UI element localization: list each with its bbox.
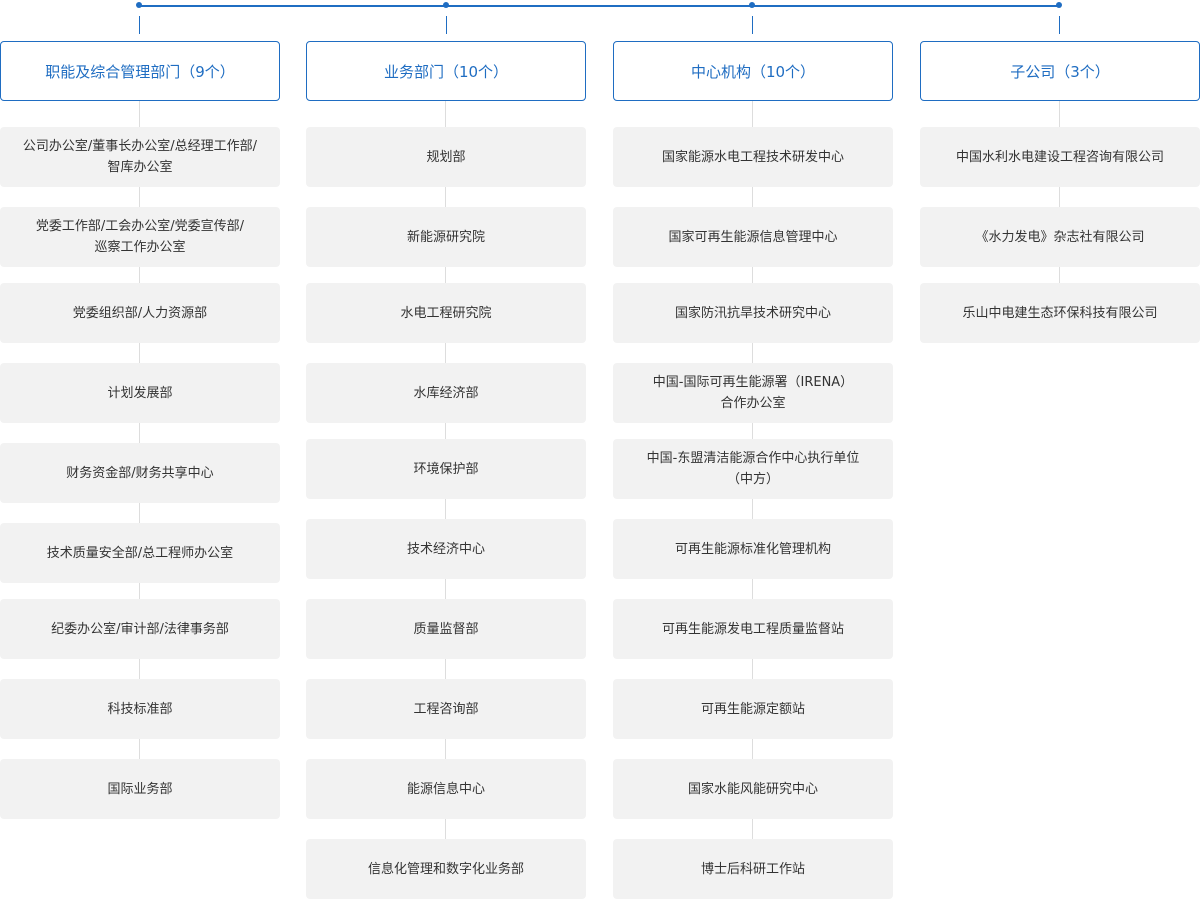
department-item[interactable]: 可再生能源定额站 xyxy=(613,679,893,739)
subsidiary-item[interactable]: 《水力发电》杂志社有限公司 xyxy=(920,207,1200,267)
column-header[interactable]: 中心机构（10个） xyxy=(613,41,893,101)
column-header[interactable]: 业务部门（10个） xyxy=(306,41,586,101)
subsidiary-item[interactable]: 中国水利水电建设工程咨询有限公司 xyxy=(920,127,1200,187)
department-item[interactable]: 规划部 xyxy=(306,127,586,187)
department-item[interactable]: 信息化管理和数字化业务部 xyxy=(306,839,586,899)
department-item[interactable]: 国际业务部 xyxy=(0,759,280,819)
department-item[interactable]: 科技标准部 xyxy=(0,679,280,739)
department-item[interactable]: 公司办公室/董事长办公室/总经理工作部/ 智库办公室 xyxy=(0,127,280,187)
column-header[interactable]: 职能及综合管理部门（9个） xyxy=(0,41,280,101)
department-item[interactable]: 国家水能风能研究中心 xyxy=(613,759,893,819)
connector-drop xyxy=(138,16,140,34)
department-item[interactable]: 工程咨询部 xyxy=(306,679,586,739)
department-item[interactable]: 财务资金部/财务共享中心 xyxy=(0,443,280,503)
connector-drop xyxy=(1058,16,1060,34)
department-item[interactable]: 国家防汛抗旱技术研究中心 xyxy=(613,283,893,343)
department-item[interactable]: 可再生能源标准化管理机构 xyxy=(613,519,893,579)
top-connector-line xyxy=(139,5,1059,7)
subsidiary-item[interactable]: 乐山中电建生态环保科技有限公司 xyxy=(920,283,1200,343)
department-item[interactable]: 博士后科研工作站 xyxy=(613,839,893,899)
department-item[interactable]: 可再生能源发电工程质量监督站 xyxy=(613,599,893,659)
department-item[interactable]: 技术经济中心 xyxy=(306,519,586,579)
column-subsidiaries: 子公司（3个） 中国水利水电建设工程咨询有限公司 《水力发电》杂志社有限公司 乐… xyxy=(920,41,1200,343)
connector-dot xyxy=(749,2,755,8)
department-item[interactable]: 环境保护部 xyxy=(306,439,586,499)
connector-drop xyxy=(751,16,753,34)
connector-drop xyxy=(445,16,447,34)
department-item[interactable]: 国家可再生能源信息管理中心 xyxy=(613,207,893,267)
connector-dot xyxy=(136,2,142,8)
column-header[interactable]: 子公司（3个） xyxy=(920,41,1200,101)
column-functional-departments: 职能及综合管理部门（9个） 公司办公室/董事长办公室/总经理工作部/ 智库办公室… xyxy=(0,41,280,819)
department-item[interactable]: 国家能源水电工程技术研发中心 xyxy=(613,127,893,187)
department-item[interactable]: 新能源研究院 xyxy=(306,207,586,267)
department-item[interactable]: 中国-东盟清洁能源合作中心执行单位 （中方） xyxy=(613,439,893,499)
department-item[interactable]: 中国-国际可再生能源署（IRENA） 合作办公室 xyxy=(613,363,893,423)
department-item[interactable]: 计划发展部 xyxy=(0,363,280,423)
column-connector xyxy=(1059,101,1060,301)
department-item[interactable]: 水电工程研究院 xyxy=(306,283,586,343)
column-center-institutions: 中心机构（10个） 国家能源水电工程技术研发中心 国家可再生能源信息管理中心 国… xyxy=(613,41,893,899)
department-item[interactable]: 技术质量安全部/总工程师办公室 xyxy=(0,523,280,583)
department-item[interactable]: 质量监督部 xyxy=(306,599,586,659)
department-item[interactable]: 能源信息中心 xyxy=(306,759,586,819)
department-item[interactable]: 纪委办公室/审计部/法律事务部 xyxy=(0,599,280,659)
department-item[interactable]: 党委工作部/工会办公室/党委宣传部/ 巡察工作办公室 xyxy=(0,207,280,267)
connector-dot xyxy=(443,2,449,8)
department-item[interactable]: 党委组织部/人力资源部 xyxy=(0,283,280,343)
connector-dot xyxy=(1056,2,1062,8)
column-business-departments: 业务部门（10个） 规划部 新能源研究院 水电工程研究院 水库经济部 环境保护部… xyxy=(306,41,586,899)
department-item[interactable]: 水库经济部 xyxy=(306,363,586,423)
